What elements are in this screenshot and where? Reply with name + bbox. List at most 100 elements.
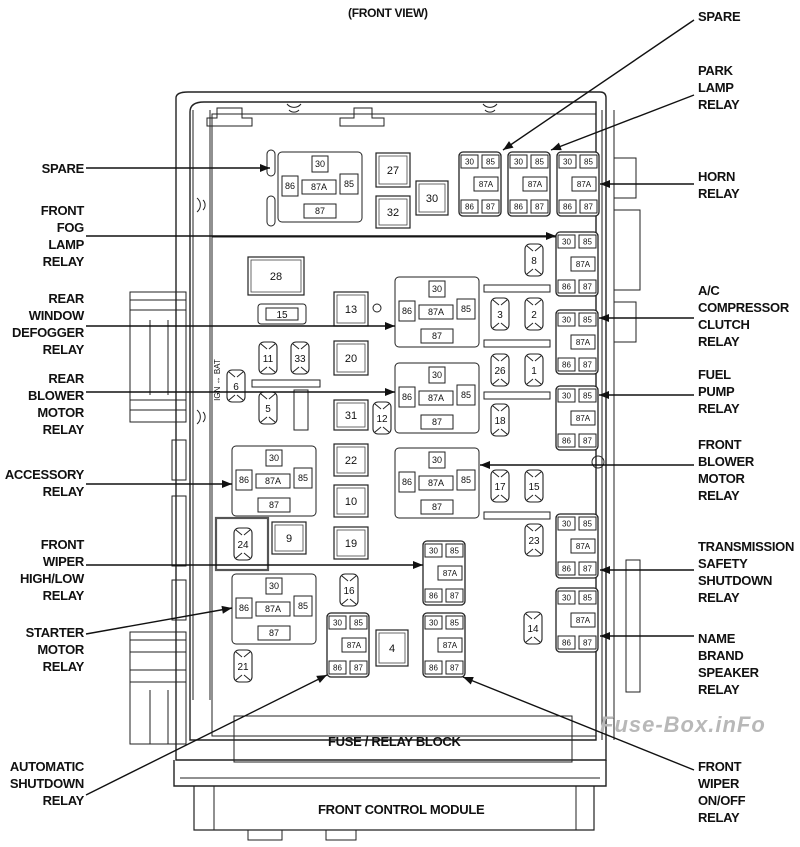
pin-85 xyxy=(578,312,597,327)
pin-86 xyxy=(235,469,253,491)
inner-housing xyxy=(189,101,597,741)
arrowhead xyxy=(600,632,610,640)
fuse-number: 2 xyxy=(531,310,537,321)
mini-fuse-16: 16 xyxy=(339,573,359,607)
pin-label: 86 xyxy=(402,306,412,316)
pin-87 xyxy=(578,357,597,372)
cartridge-fuse-19: 19 xyxy=(333,526,369,560)
pin-87a xyxy=(418,304,454,320)
fuse-number: 24 xyxy=(237,540,249,551)
fuse-inner xyxy=(265,307,299,321)
pin-label: 87 xyxy=(432,502,442,512)
pin-86 xyxy=(398,386,416,408)
callout-front-wiper-high-low-relay: FRONT WIPER HIGH/LOW RELAY xyxy=(19,536,84,604)
fuse-terminals xyxy=(526,525,542,555)
pin-label: 85 xyxy=(461,475,471,485)
pin-label: 85 xyxy=(354,619,363,628)
mount-hook-3 xyxy=(196,197,206,213)
pin-87a xyxy=(570,612,596,628)
pin-30 xyxy=(428,366,446,384)
fuse-number: 15 xyxy=(276,310,288,321)
pin-87a xyxy=(571,176,597,192)
pin-label: 87 xyxy=(583,283,592,292)
fuse-number: 20 xyxy=(345,353,357,365)
fuse-number: 6 xyxy=(233,382,239,393)
fuse-number: 9 xyxy=(286,533,292,545)
pin-86 xyxy=(557,433,576,448)
pin-label: 86 xyxy=(562,565,571,574)
fuse-body xyxy=(333,443,369,477)
pin-label: 86 xyxy=(562,361,571,370)
mini-fuse-15-horizontal: 15 xyxy=(257,303,307,325)
pin-label: 85 xyxy=(450,547,459,556)
arrow-starter-motor xyxy=(85,605,233,635)
mini-fuse-3: 3 xyxy=(490,297,510,331)
pin-30 xyxy=(328,615,347,630)
pin-label: 30 xyxy=(432,284,442,294)
fuse-number: 15 xyxy=(528,482,540,493)
fuse-body xyxy=(290,341,310,375)
fuse-number: 18 xyxy=(494,416,506,427)
pin-label: 30 xyxy=(432,455,442,465)
pin-label: 87 xyxy=(432,417,442,427)
fuse-inner xyxy=(378,198,408,226)
callout-front-fog-lamp-relay: FRONT FOG LAMP RELAY xyxy=(40,202,84,270)
fuse-body xyxy=(333,484,369,518)
pin-label: 87A xyxy=(428,307,444,317)
pin-label: 30 xyxy=(429,547,438,556)
pin-86 xyxy=(509,199,528,214)
pin-30 xyxy=(558,154,577,169)
pin-label: 30 xyxy=(562,316,571,325)
pin-87a xyxy=(570,256,596,272)
fuse-body xyxy=(333,526,369,560)
empty-slot xyxy=(293,389,309,431)
pin-87 xyxy=(579,199,598,214)
fuse-block-label-panel xyxy=(233,715,573,763)
fuse-inner xyxy=(378,155,408,185)
cartridge-fuse-9: 9 xyxy=(271,521,307,555)
pin-label: 87 xyxy=(269,500,279,510)
pin-86 xyxy=(424,588,443,603)
pin-label: 86 xyxy=(333,664,342,673)
fuse-inner xyxy=(418,183,446,213)
pin-87a xyxy=(570,410,596,426)
fuse-terminals xyxy=(526,299,542,329)
pin-label: 85 xyxy=(450,619,459,628)
cartridge-fuse-28: 28 xyxy=(247,256,305,296)
pin-label: 30 xyxy=(432,370,442,380)
callout-front-wiper-on-off-relay: FRONT WIPER ON/OFF RELAY xyxy=(698,758,746,826)
pin-87 xyxy=(257,497,291,513)
pin-label: 86 xyxy=(402,477,412,487)
pin-label: 30 xyxy=(429,619,438,628)
arrowhead xyxy=(599,391,609,399)
pin-85 xyxy=(456,298,476,320)
fuse-body xyxy=(233,649,253,683)
right-connector-d xyxy=(625,559,641,693)
fuse-terminals xyxy=(374,403,390,433)
pin-87a xyxy=(418,475,454,491)
mount-hook-5 xyxy=(591,455,605,469)
arrowhead xyxy=(551,142,562,151)
fuse-terminals xyxy=(526,355,542,385)
slot xyxy=(266,149,276,177)
fuse-body xyxy=(271,521,307,555)
arrowhead xyxy=(480,461,490,469)
front-control-module-label: FRONT CONTROL MODULE xyxy=(318,802,485,817)
pin-label: 30 xyxy=(514,158,523,167)
mini-fuse-18: 18 xyxy=(490,403,510,437)
pin-85 xyxy=(578,590,597,605)
fuse-body xyxy=(226,369,246,403)
fuse-terminals xyxy=(526,245,542,275)
slot xyxy=(266,195,276,227)
fuse-terminals xyxy=(260,393,276,423)
arrow-name-brand-speaker xyxy=(600,632,694,640)
fuse-number: 17 xyxy=(494,482,506,493)
pin-87a xyxy=(570,538,596,554)
fuse-number: 3 xyxy=(497,310,503,321)
pin-87a xyxy=(418,390,454,406)
